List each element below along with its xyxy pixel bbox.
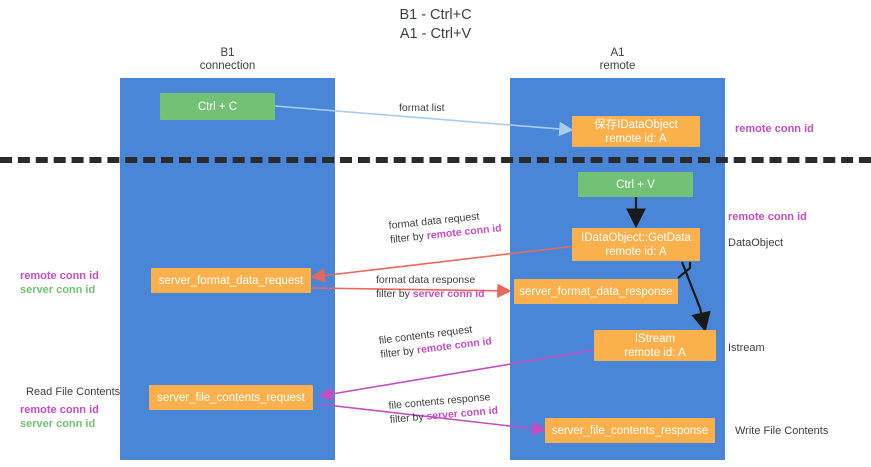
node-istream-line2: remote id: A [624,346,686,359]
edge-label-fdresp-line1: format data response [376,274,476,286]
edge-label-fdreq-prefix: filter by [389,230,428,246]
edge-label-format-data-request: format data request filter by remote con… [388,207,502,247]
node-server-file-contents-request[interactable]: server_file_contents_request [149,385,313,410]
side-label-remote-conn-id-top: remote conn id [735,123,814,135]
node-save-idataobject-line2: remote id: A [605,132,667,145]
node-server-format-data-request[interactable]: server_format_data_request [151,268,311,293]
node-istream[interactable]: IStream remote id: A [594,330,716,361]
node-ctrl-c-line1: Ctrl + C [197,100,238,113]
node-istream-line1: IStream [634,332,676,345]
node-sfcresp-line1: server_file_contents_response [551,424,709,437]
side-label-write-file-contents: Write File Contents [735,425,829,437]
lane-label-b1: B1 connection [199,47,256,72]
node-sfdresp-line1: server_format_data_response [519,285,673,298]
side-label-left-server-conn-id-2: server conn id [20,418,96,430]
node-ctrl-v[interactable]: Ctrl + V [578,172,693,197]
node-sfcreq-line1: server_file_contents_request [157,391,305,404]
edge-label-fdresp-highlight: server conn id [412,288,485,300]
node-sfdreq-line1: server_format_data_request [158,274,304,287]
phase-divider [0,157,871,163]
side-label-left-remote-conn-id-2: remote conn id [20,404,99,416]
lane-label-a1: A1 remote [599,47,636,72]
node-idataobject-getdata[interactable]: IDataObject::GetData remote id: A [572,228,700,261]
edge-label-fcreq-prefix: filter by [379,344,418,361]
node-save-idataobject[interactable]: 保存IDataObject remote id: A [572,116,700,147]
node-ctrl-c[interactable]: Ctrl + C [160,93,275,120]
side-label-read-file-contents: Read File Contents [26,386,121,398]
node-server-file-contents-response[interactable]: server_file_contents_response [545,418,715,443]
node-save-idataobject-line1: 保存IDataObject [594,118,678,131]
node-getdata-line2: remote id: A [605,245,667,258]
edge-label-format-list-line1: format list [399,102,445,114]
side-label-left-remote-conn-id: remote conn id [20,270,99,282]
side-label-left-server-conn-id: server conn id [20,284,96,296]
node-getdata-line1: IDataObject::GetData [581,231,691,244]
side-label-remote-conn-id-mid: remote conn id [728,211,807,223]
edge-label-file-contents-request: file contents request filter by remote c… [378,320,493,361]
diagram-title: B1 - Ctrl+C A1 - Ctrl+V [399,7,472,42]
edge-label-format-list: format list [399,101,445,115]
edge-label-format-data-response: format data response filter by server co… [376,273,485,301]
node-ctrl-v-line1: Ctrl + V [616,178,655,191]
side-label-istream: Istream [728,342,765,354]
node-server-format-data-response[interactable]: server_format_data_response [514,279,678,304]
edge-label-fcresp-prefix: filter by [389,410,427,426]
side-label-dataobject: DataObject [728,237,784,249]
edge-label-file-contents-response: file contents response filter by server … [388,390,499,427]
edge-label-fdresp-prefix: filter by [376,288,413,300]
